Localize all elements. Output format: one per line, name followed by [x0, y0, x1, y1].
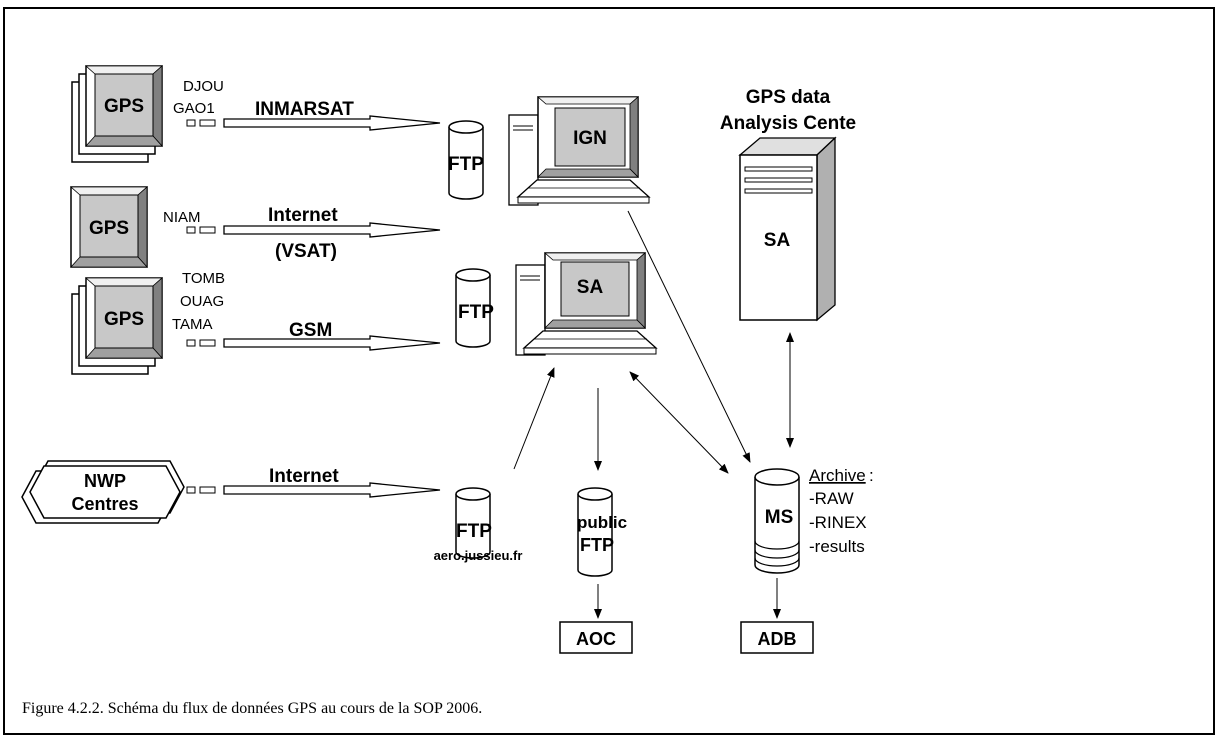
station-gao1: GAO1 — [173, 100, 215, 117]
public-ftp-server: public FTP — [577, 487, 627, 577]
internet-vsat-label-2: (VSAT) — [275, 241, 337, 262]
ftp-host-label: aero.jussieu.fr — [434, 548, 523, 563]
analysis-centre-title-2: Analysis Cente — [720, 113, 856, 134]
internet-label: Internet — [269, 466, 339, 487]
ftp-label-3: FTP — [456, 521, 492, 542]
public-ftp-label-1: public — [577, 513, 627, 532]
tower-label: SA — [764, 230, 791, 251]
archive-item-results: -results — [809, 537, 865, 556]
gps-label-2: GPS — [89, 218, 129, 239]
aoc-label: AOC — [576, 629, 616, 649]
ign-computer: IGN — [508, 96, 651, 206]
station-tama: TAMA — [172, 316, 213, 333]
hollow-arrows — [223, 115, 441, 498]
station-tomb: TOMB — [182, 270, 225, 287]
station-niam: NIAM — [163, 209, 201, 226]
station-djou: DJOU — [183, 78, 224, 95]
nwp-label: NWP — [84, 471, 126, 491]
archive-item-raw: -RAW — [809, 489, 854, 508]
gps-receiver-group-3: GPS — [71, 277, 164, 375]
ms-storage: MS — [754, 468, 800, 574]
adb-box: ADB — [740, 621, 814, 654]
gps-receiver-group-2: GPS — [69, 186, 149, 269]
nwp-centres-icon: NWP Centres — [21, 460, 185, 524]
ftp-label-2: FTP — [458, 302, 494, 323]
connector-squares — [186, 119, 216, 494]
arrow-ftp-to-sa — [513, 367, 555, 470]
adb-label: ADB — [758, 629, 797, 649]
gps-label-3: GPS — [104, 309, 144, 330]
ftp-server-1: FTP — [448, 120, 484, 200]
archive-list: Archive : -RAW -RINEX -results — [809, 466, 874, 556]
ftp-label-1: FTP — [448, 154, 484, 175]
archive-title: Archive — [809, 466, 866, 485]
ftp-server-2: FTP — [455, 268, 494, 348]
sa-computer-label: SA — [577, 277, 604, 298]
public-ftp-label-2: FTP — [580, 535, 614, 555]
gps-label-1: GPS — [104, 96, 144, 117]
arrow-ign-to-ms — [627, 210, 751, 463]
ms-label: MS — [765, 507, 794, 528]
station-ouag: OUAG — [180, 293, 224, 310]
centres-label: Centres — [71, 494, 138, 514]
analysis-centre-title-1: GPS data — [746, 87, 831, 108]
internet-vsat-label-1: Internet — [268, 205, 338, 226]
inmarsat-label: INMARSAT — [255, 99, 354, 120]
archive-colon: : — [869, 466, 874, 485]
gsm-label: GSM — [289, 320, 332, 341]
ign-label: IGN — [573, 128, 607, 149]
archive-item-rinex: -RINEX — [809, 513, 867, 532]
aoc-box: AOC — [559, 621, 633, 654]
ftp-server-3: FTP — [455, 487, 492, 559]
figure-caption: Figure 4.2.2. Schéma du flux de données … — [22, 700, 483, 717]
flow-arrows — [513, 210, 794, 619]
arrow-sa-ms — [629, 371, 729, 474]
gps-receiver-group-1: GPS — [71, 65, 164, 163]
sa-computer: SA — [515, 252, 658, 356]
analysis-centre-tower: SA — [738, 136, 837, 322]
